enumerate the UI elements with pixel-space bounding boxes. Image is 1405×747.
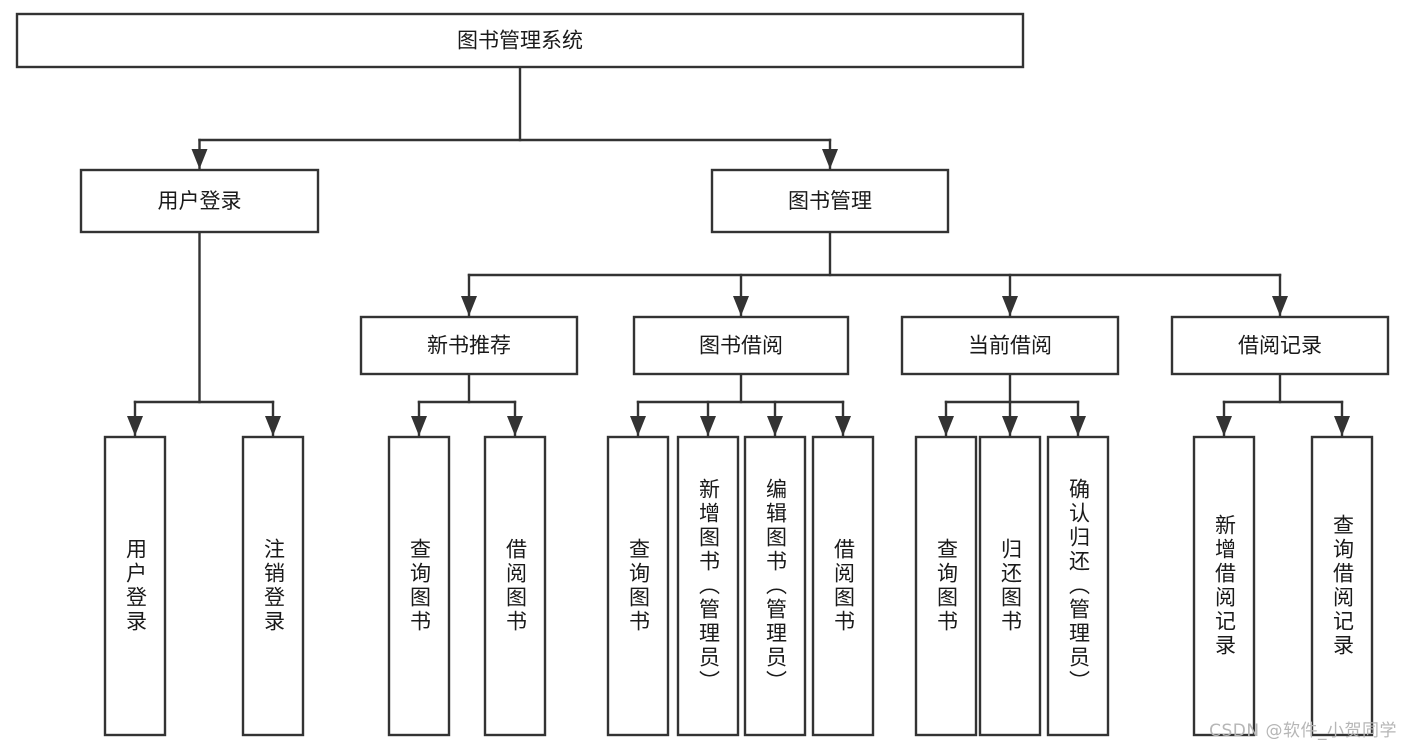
arrow-head-root-to-l2-1 xyxy=(822,149,838,169)
connector-lines xyxy=(127,65,1350,437)
level2-node-label-图书管理: 图书管理 xyxy=(788,189,872,213)
level3-node-借阅记录-3[interactable] xyxy=(1170,315,1390,376)
arrow-head-parent-to-leaf-4-1 xyxy=(1334,416,1350,436)
leaf-node-归还图书-9[interactable] xyxy=(978,435,1042,737)
level3-node-label-当前借阅: 当前借阅 xyxy=(968,334,1052,358)
arrow-head-parent-to-leaf-1-0 xyxy=(411,416,427,436)
level3-node-图书借阅-1[interactable] xyxy=(632,315,850,376)
leaf-node-查询图书-4[interactable] xyxy=(606,435,670,737)
node-boxes xyxy=(15,12,1390,737)
arrow-head-parent-to-leaf-1-1 xyxy=(507,416,523,436)
level2-node-label-用户登录: 用户登录 xyxy=(158,189,242,213)
arrow-head-parent-to-leaf-2-2 xyxy=(767,416,783,436)
level3-node-label-图书借阅: 图书借阅 xyxy=(699,334,783,358)
arrow-head-parent-to-leaf-3-1 xyxy=(1002,416,1018,436)
arrow-head-root-to-l2-0 xyxy=(191,149,208,169)
leaf-node-用户登录-0[interactable] xyxy=(103,435,167,737)
leaf-node-注销登录-1[interactable] xyxy=(241,435,305,737)
leaf-node-查询图书-2[interactable] xyxy=(387,435,451,737)
arrow-head-parent-to-leaf-2-0 xyxy=(630,416,646,436)
arrow-head-l2-to-l3-3 xyxy=(1272,296,1288,316)
arrow-head-l2-to-l3-0 xyxy=(461,296,477,316)
level3-node-label-借阅记录: 借阅记录 xyxy=(1238,334,1322,358)
level2-node-图书管理-1[interactable] xyxy=(710,168,950,234)
arrow-head-parent-to-leaf-4-0 xyxy=(1216,416,1232,436)
arrow-head-parent-to-leaf-3-2 xyxy=(1070,416,1086,436)
arrow-head-parent-to-leaf-3-0 xyxy=(938,416,954,436)
leaf-node-查询借阅记录-12[interactable] xyxy=(1310,435,1374,737)
arrow-head-parent-to-leaf-0-0 xyxy=(127,416,143,436)
leaf-node-借阅图书-3[interactable] xyxy=(483,435,547,737)
root-node-label-图书管理系统: 图书管理系统 xyxy=(457,29,583,53)
level2-node-用户登录-0[interactable] xyxy=(79,168,320,234)
arrow-head-l2-to-l3-2 xyxy=(1002,296,1018,316)
arrow-head-parent-to-leaf-2-3 xyxy=(835,416,851,436)
leaf-node-编辑图书-管理员-6[interactable] xyxy=(743,435,807,737)
level3-node-label-新书推荐: 新书推荐 xyxy=(427,334,511,358)
leaf-node-借阅图书-7[interactable] xyxy=(811,435,875,737)
leaf-node-确认归还-管理员-10[interactable] xyxy=(1046,435,1110,737)
leaf-node-查询图书-8[interactable] xyxy=(914,435,978,737)
arrow-head-parent-to-leaf-2-1 xyxy=(700,416,716,436)
level3-node-新书推荐-0[interactable] xyxy=(359,315,579,376)
leaf-node-新增图书-管理员-5[interactable] xyxy=(676,435,740,737)
level3-node-当前借阅-2[interactable] xyxy=(900,315,1120,376)
leaf-node-新增借阅记录-11[interactable] xyxy=(1192,435,1256,737)
watermark-credit: CSDN @软件_小贺同学 xyxy=(1209,721,1397,741)
arrow-head-l2-to-l3-1 xyxy=(733,296,749,316)
root-node-图书管理系统[interactable] xyxy=(15,12,1025,69)
arrow-head-parent-to-leaf-0-1 xyxy=(265,416,281,436)
